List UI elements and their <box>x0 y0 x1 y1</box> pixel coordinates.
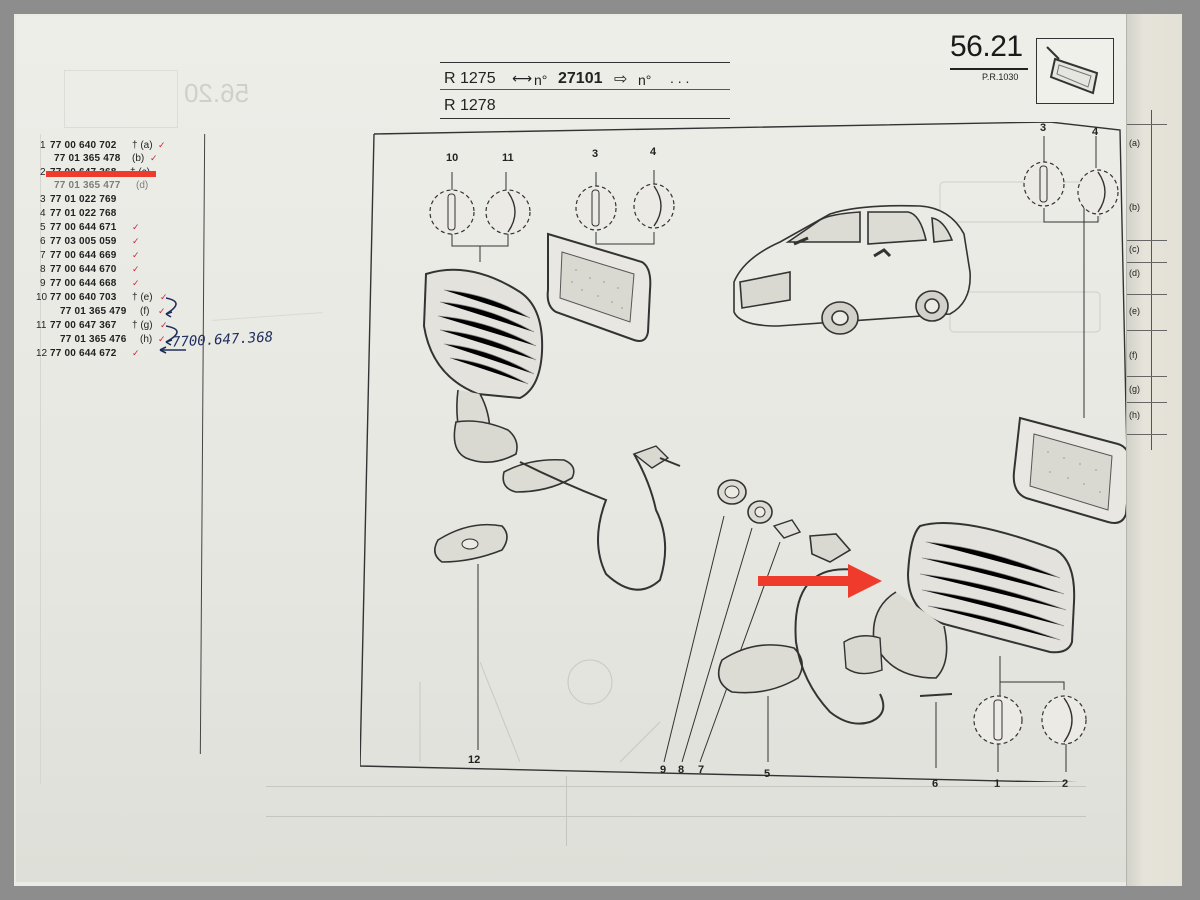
note-e: (e) <box>1129 306 1140 316</box>
red-check-mark: ✓ <box>160 320 168 330</box>
parts-row: 8 77 00 644 670 ✓ <box>40 264 140 275</box>
car-illustration <box>733 204 971 335</box>
range-icon: ⟷ <box>512 71 533 87</box>
red-highlight-bar <box>46 171 156 177</box>
label-7: 7 <box>698 764 705 776</box>
parts-row: 77 01 365 476 (h) ✓ <box>60 334 166 345</box>
label-11: 11 <box>502 152 514 164</box>
note-c: (c) <box>1129 244 1140 254</box>
section-rule <box>950 68 1028 70</box>
facing-page: (a) (b) (c) (d) (e) (f) (g) (h) <box>1126 14 1182 886</box>
bleed-through-table <box>266 776 1086 846</box>
label-5: 5 <box>764 768 771 780</box>
parts-row: 1 77 00 640 702 † (a) ✓ <box>40 140 166 151</box>
label-3-right: 3 <box>1040 122 1047 134</box>
label-4-top: 4 <box>650 146 657 158</box>
exploded-view-diagram <box>359 121 1135 785</box>
section-number: 56.21 <box>950 30 1023 63</box>
serial-to: . . . <box>670 70 690 86</box>
arrow-right-icon: ⇨ <box>614 69 628 88</box>
model-1: R 1275 <box>444 70 496 87</box>
red-check-mark: ✓ <box>132 264 140 274</box>
label-9: 9 <box>660 764 667 776</box>
red-check-mark: ✓ <box>158 334 166 344</box>
parts-row: 77 01 365 479 (f) ✓ <box>60 306 166 317</box>
label-3-top: 3 <box>592 148 599 160</box>
red-check-mark: ✓ <box>160 292 168 302</box>
red-check-mark: ✓ <box>132 278 140 288</box>
red-check-mark: ✓ <box>132 348 140 358</box>
label-1: 1 <box>994 778 1001 790</box>
parts-row: 11 77 00 647 367 † (g) ✓ <box>36 320 168 331</box>
scanned-catalog-page: 56.20 R 1275 ⟷ n° 27101 ⇨ n° . . . R 127… <box>14 14 1182 886</box>
parts-row: 7 77 00 644 669 ✓ <box>40 250 140 261</box>
mirror-thumbnail <box>1036 38 1114 104</box>
ghost-page-number: 56.20 <box>184 78 250 108</box>
serial-prefix-2: n° <box>638 72 652 88</box>
parts-row: 9 77 00 644 668 ✓ <box>40 278 140 289</box>
parts-row: 6 77 03 005 059 ✓ <box>40 236 140 247</box>
serial-prefix-1: n° <box>534 72 548 88</box>
serial-from: 27101 <box>558 70 603 87</box>
red-check-mark: ✓ <box>132 236 140 246</box>
note-b: (b) <box>1129 202 1140 212</box>
label-4-right: 4 <box>1092 126 1099 138</box>
note-f: (f) <box>1129 350 1138 360</box>
parts-row: 77 01 365 478 (b) ✓ <box>54 153 158 164</box>
note-d: (d) <box>1129 268 1140 278</box>
catalog-sheet: 56.20 R 1275 ⟷ n° 27101 ⇨ n° . . . R 127… <box>16 16 1135 882</box>
faint-pencil-note <box>211 300 323 321</box>
notes-rule <box>1151 110 1152 450</box>
parts-row: 4 77 01 022 768 <box>40 208 117 219</box>
note-g: (g) <box>1129 384 1140 394</box>
label-6: 6 <box>932 778 939 790</box>
label-10: 10 <box>446 152 459 164</box>
interior-mirror-icon <box>1046 46 1099 95</box>
diagram-frame: 10 11 3 4 3 4 12 9 8 7 5 6 1 2 <box>359 121 1140 790</box>
model-header: R 1275 ⟷ n° 27101 ⇨ n° . . . R 1278 <box>440 56 730 124</box>
red-arrow-icon <box>758 564 882 598</box>
red-check-mark: ✓ <box>158 140 166 150</box>
note-h: (h) <box>1129 410 1140 420</box>
parts-row: 10 77 00 640 703 † (e) ✓ <box>36 292 168 303</box>
parts-row: 77 01 365 477 (d) <box>54 180 149 191</box>
parts-row: 12 77 00 644 672 ✓ <box>36 348 140 359</box>
label-8: 8 <box>678 764 685 776</box>
note-a: (a) <box>1129 138 1140 148</box>
model-2: R 1278 <box>444 97 496 114</box>
list-rule-faint <box>40 134 41 784</box>
parts-row: 5 77 00 644 671 ✓ <box>40 222 140 233</box>
red-check-mark: ✓ <box>132 250 140 260</box>
pr-reference: P.R.1030 <box>982 72 1019 82</box>
parts-row-highlighted: 2 77 00 647 368 † (c) <box>40 167 200 181</box>
red-check-mark: ✓ <box>150 153 158 163</box>
ghost-thumbnail <box>64 70 178 128</box>
ink-arrows <box>159 297 186 354</box>
list-rule-left <box>199 134 206 754</box>
label-2: 2 <box>1062 778 1069 790</box>
label-12: 12 <box>468 754 481 766</box>
red-check-mark: ✓ <box>158 306 166 316</box>
parts-row: 3 77 01 022 769 <box>40 194 117 205</box>
red-check-mark: ✓ <box>132 222 140 232</box>
